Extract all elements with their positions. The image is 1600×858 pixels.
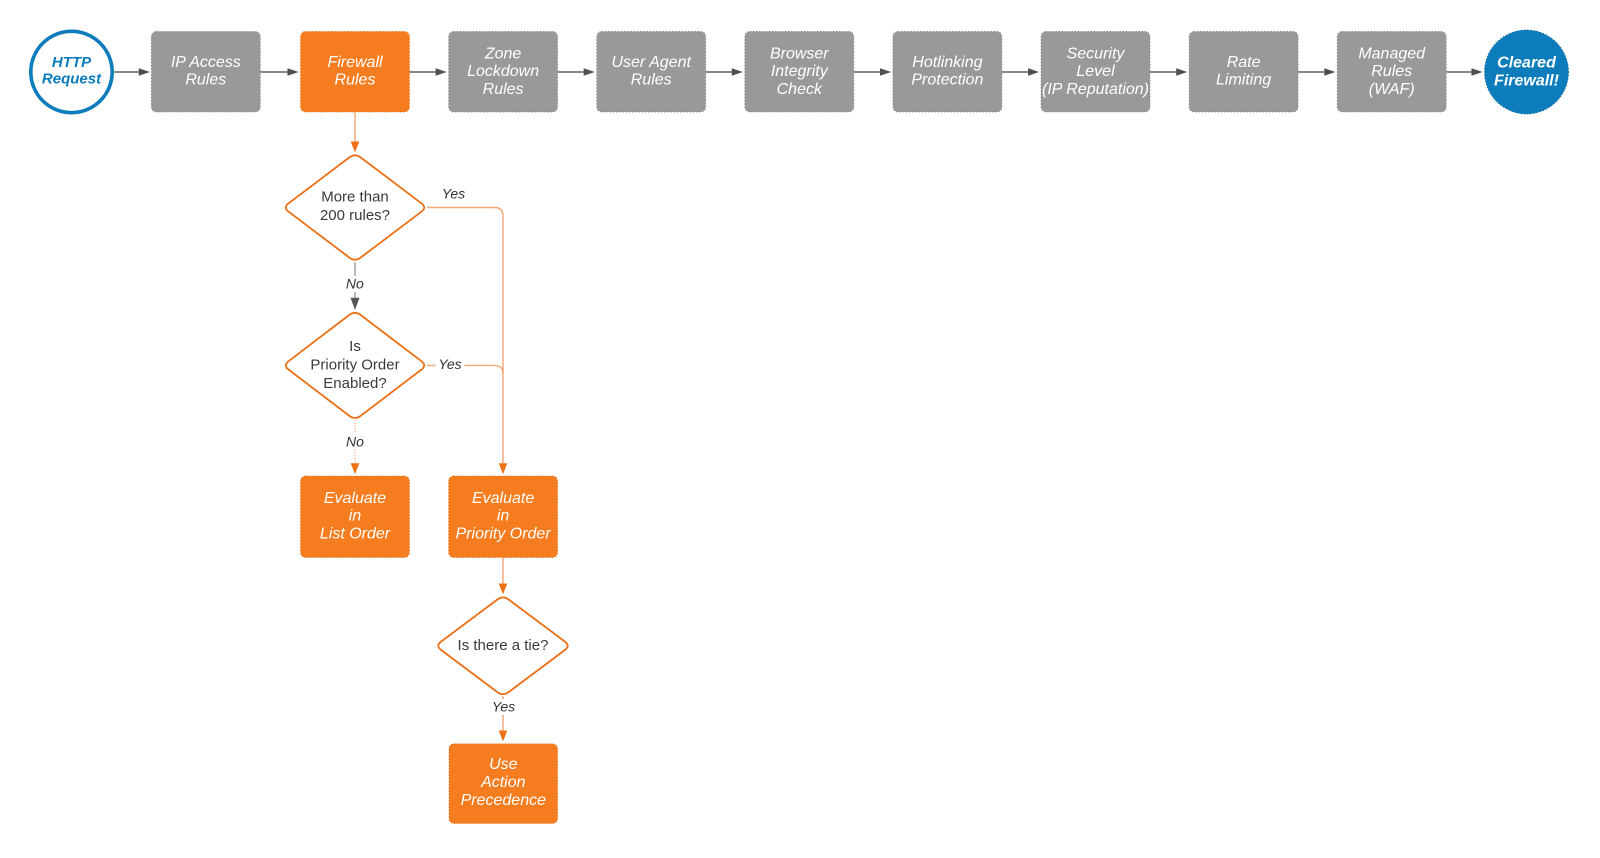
svg-text:Yes: Yes [492, 699, 515, 715]
svg-text:No: No [346, 276, 364, 292]
svg-text:No: No [346, 433, 364, 449]
svg-text:Yes: Yes [442, 186, 465, 202]
svg-text:Is there a tie?: Is there a tie? [458, 637, 549, 654]
svg-text:Yes: Yes [438, 356, 461, 372]
